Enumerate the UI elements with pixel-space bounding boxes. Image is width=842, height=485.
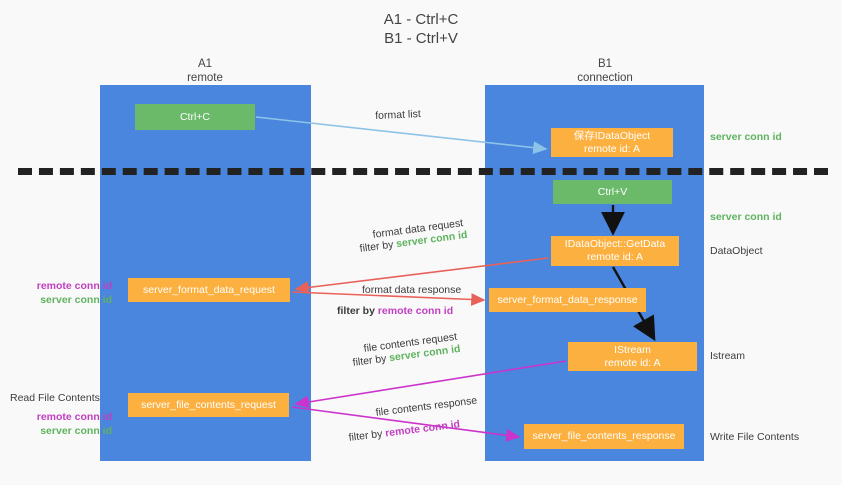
column-header-b1: B1 connection <box>535 58 675 85</box>
label-format-list: format list <box>375 108 421 122</box>
page-title: A1 - Ctrl+C B1 - Ctrl+V <box>0 10 842 48</box>
filter-prefix: filter by <box>359 238 398 255</box>
annotation-server-conn-id: server conn id <box>40 425 112 437</box>
phase-divider <box>18 168 828 175</box>
column-a1-sub: remote <box>187 71 223 84</box>
box-server-file-contents-response[interactable]: server_file_contents_response <box>524 424 684 449</box>
column-b1-name: B1 <box>597 58 613 70</box>
box-save-idataobject[interactable]: 保存IDataObject remote id: A <box>551 128 673 157</box>
annotation-remote-conn-id: remote conn id <box>36 280 112 292</box>
label-format-data-response: format data response <box>362 284 462 296</box>
filter-remote-conn-id: remote conn id <box>377 305 454 317</box>
box-istream-line2: remote id: A <box>604 356 661 369</box>
box-ctrl-c[interactable]: Ctrl+C <box>135 104 255 130</box>
annotation-write-file-contents: Write File Contents <box>710 431 800 443</box>
annotation-istream: Istream <box>710 350 746 362</box>
annotation-conn-ids-file: remote conn id server conn id <box>8 410 112 438</box>
box-getdata-line1: IDataObject::GetData <box>564 238 666 250</box>
filter-prefix: filter by <box>352 352 391 369</box>
column-a1-name: A1 <box>197 58 213 70</box>
title-line-2: B1 - Ctrl+V <box>384 30 458 47</box>
filter-remote-conn-id: remote conn id <box>384 418 461 440</box>
filter-prefix: filter by <box>348 427 386 444</box>
column-header-a1: A1 remote <box>135 58 275 85</box>
annotation-read-file-contents: Read File Contents <box>10 392 100 404</box>
filter-prefix: filter by <box>337 305 378 317</box>
title-line-1: A1 - Ctrl+C <box>383 11 459 28</box>
box-server-format-data-request[interactable]: server_format_data_request <box>128 278 290 302</box>
box-server-format-data-response[interactable]: server_format_data_response <box>489 288 646 312</box>
annotation-server-conn-id-mid: server conn id <box>710 211 782 223</box>
box-save-idataobject-line2: remote id: A <box>583 142 640 155</box>
annotation-dataobject: DataObject <box>710 245 763 257</box>
label-file-contents-response-filter: filter by remote conn id <box>348 418 461 445</box>
column-b1-sub: connection <box>577 71 633 84</box>
box-server-file-contents-request[interactable]: server_file_contents_request <box>128 393 289 417</box>
annotation-server-conn-id-top: server conn id <box>710 131 782 143</box>
label-format-data-response-filter: filter by remote conn id <box>337 305 453 318</box>
annotation-server-conn-id: server conn id <box>40 294 112 306</box>
box-istream[interactable]: IStream remote id: A <box>568 342 697 371</box>
box-idataobject-getdata[interactable]: IDataObject::GetData remote id: A <box>551 236 679 266</box>
box-istream-line1: IStream <box>614 343 651 356</box>
box-ctrl-v[interactable]: Ctrl+V <box>553 180 672 204</box>
label-file-contents-response: file contents response <box>375 394 478 419</box>
annotation-conn-ids-format: remote conn id server conn id <box>8 279 112 307</box>
box-save-idataobject-line1: 保存IDataObject <box>573 129 651 142</box>
annotation-remote-conn-id: remote conn id <box>36 411 112 423</box>
box-getdata-line2: remote id: A <box>586 251 643 263</box>
